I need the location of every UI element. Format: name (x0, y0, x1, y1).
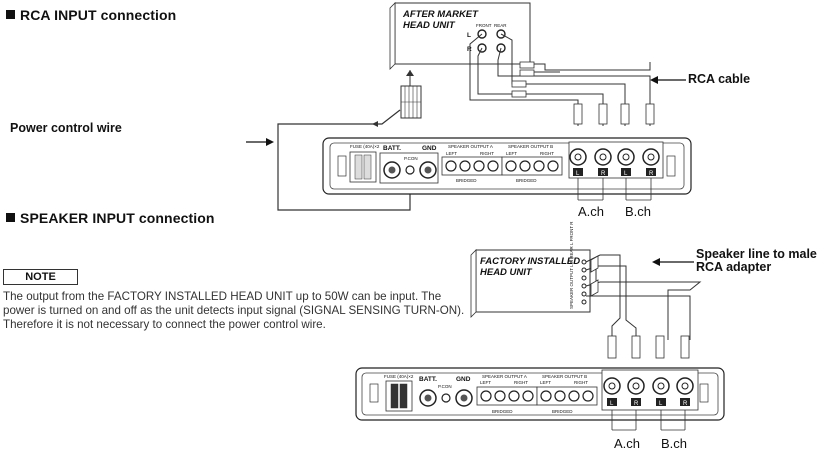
speaker-line-arrow-icon (652, 258, 660, 266)
jack-b-l-label-bottom: L (659, 401, 663, 407)
power-control-wire-label: Power control wire (10, 121, 122, 135)
jack-b-r-label-bottom: R (683, 401, 688, 407)
jack-a-r-label: R (601, 171, 606, 177)
jack-a-l-label-bottom: L (610, 401, 614, 407)
rca-input-heading: RCA INPUT connection (6, 7, 176, 23)
speaker-output-b-label-bottom: SPEAKER OUTPUT B (542, 374, 587, 379)
fuse-label: FUSE (40A)×2 (350, 144, 380, 149)
aftermarket-head-unit: AFTER MARKET HEAD UNIT FRONT REAR L R (389, 2, 531, 70)
jack-b-r-label: R (649, 171, 654, 177)
aftermarket-title-line2: HEAD UNIT (403, 20, 456, 31)
a-channel-label-top: A.ch (578, 204, 605, 219)
note-badge: NOTE (3, 269, 78, 285)
jack-b-l-label: L (624, 171, 628, 177)
b-channel-label-top: B.ch (625, 204, 652, 219)
left-b-label: LEFT (506, 151, 517, 156)
speaker-lines (585, 254, 702, 340)
speaker-line-label: Speaker line to male RCA adapter (696, 247, 817, 274)
a-channel-label-bottom: A.ch (614, 436, 641, 451)
rear-label: REAR (494, 23, 507, 28)
left-a-label-bottom: LEFT (480, 380, 491, 385)
power-arrow-icon (266, 138, 274, 146)
rca-input-title: RCA INPUT connection (20, 7, 177, 23)
left-a-label: LEFT (446, 151, 457, 156)
factory-title-line1: FACTORY INSTALLED (480, 256, 580, 267)
right-a-label: RIGHT (480, 151, 494, 156)
batt-label: BATT. (383, 145, 401, 152)
amplifier-panel-bottom: FUSE (40A)×2 BATT. GND P.CON SPEAKER OUT… (355, 367, 725, 421)
pcon-label: P.CON (404, 156, 418, 161)
right-b-label: RIGHT (540, 151, 554, 156)
hu-left-label: L (467, 32, 471, 39)
speaker-input-heading: SPEAKER INPUT connection (6, 210, 215, 226)
b-channel-label-bottom: B.ch (661, 436, 688, 451)
rca-cable-label: RCA cable (688, 72, 751, 86)
speaker-output-a-label-bottom: SPEAKER OUTPUT A (482, 374, 527, 379)
fuse-label-bottom: FUSE (40A)×2 (384, 374, 414, 379)
factory-side-text: SPEAKER OUTPUT L R REAR L FRONT R (569, 221, 574, 309)
gnd-label-bottom: GND (456, 376, 471, 383)
right-b-label-bottom: RIGHT (574, 380, 588, 385)
pcon-label-bottom: P.CON (438, 384, 452, 389)
bridged-a-label-bottom: BRIDGED (492, 409, 513, 414)
right-a-label-bottom: RIGHT (514, 380, 528, 385)
heading-bullet-icon (6, 10, 15, 19)
front-label: FRONT (476, 23, 492, 28)
left-b-label-bottom: LEFT (540, 380, 551, 385)
bridged-b-label-bottom: BRIDGED (552, 409, 573, 414)
jack-a-r-label-bottom: R (634, 401, 639, 407)
bridged-b-label: BRIDGED (516, 178, 537, 183)
heading-bullet-icon (6, 213, 15, 222)
aftermarket-title-line1: AFTER MARKET (402, 9, 479, 20)
speaker-output-b-label: SPEAKER OUTPUT B (508, 144, 553, 149)
rca-cable-arrow-icon (650, 76, 658, 84)
bridged-a-label: BRIDGED (456, 178, 477, 183)
factory-head-unit: FACTORY INSTALLED HEAD UNIT SPEAKER OUTP… (470, 221, 591, 318)
gnd-label: GND (422, 145, 437, 152)
speaker-output-a-label: SPEAKER OUTPUT A (448, 144, 493, 149)
note-text: The output from the FACTORY INSTALLED HE… (3, 290, 465, 332)
factory-title-line2: HEAD UNIT (480, 267, 533, 278)
speaker-input-title: SPEAKER INPUT connection (20, 210, 215, 226)
jack-a-l-label: L (576, 171, 580, 177)
amplifier-panel-top: FUSE (40A)×2 BATT. GND P.CON SPEAKER OUT… (322, 137, 692, 195)
batt-label-bottom: BATT. (419, 376, 437, 383)
power-harness-connector (400, 70, 422, 119)
